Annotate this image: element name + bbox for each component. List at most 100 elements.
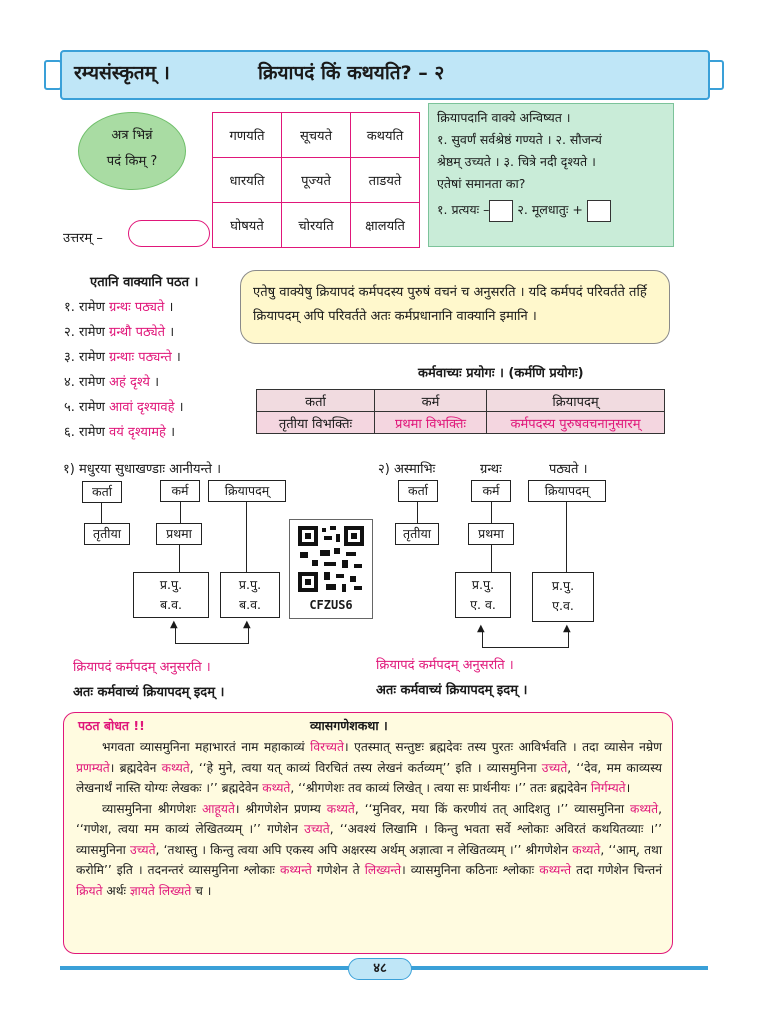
sentence-item: ३. रामेण ग्रन्थाः पठ्यन्ते । [64, 345, 198, 370]
example-2-verb: पठ्यते । [549, 462, 588, 477]
highlighted-verb: कथ्यन्ते [539, 863, 572, 877]
green-line-1: क्रियापदानि वाक्ये अन्विष्यत । [437, 110, 571, 125]
sentence-end: । [149, 375, 160, 390]
person-label: प्र.पु. [551, 578, 575, 593]
sentence-highlight: ग्रन्थौ पठ्येते [109, 325, 166, 340]
box-kriyapada: क्रियापदम् [208, 480, 286, 502]
sentence-end: । [164, 300, 174, 315]
sentence-item: ४. रामेण अहं दृश्ये । [64, 370, 198, 395]
verb-cell: कथयति [350, 112, 420, 158]
conclusion-text-2: अतः कर्मवाच्यं क्रियापदम् इदम् । [376, 683, 528, 698]
box-karma: कर्म [160, 480, 200, 502]
green-line-4: एतेषां समानता का? [437, 176, 526, 191]
box-tritiya: तृतीया [84, 523, 130, 545]
verb-cell: घोषयते [212, 202, 282, 248]
story-text: । श्रीगणेशेन प्रणम्य [234, 801, 327, 816]
box-person-number-2: प्र.पु.ए.व. [532, 572, 594, 622]
story-text: , ‘‘मुनिवर, मया किं करणीयं तत् आदिशतु ।’… [354, 801, 631, 816]
arrow-up-icon: ▲ [243, 619, 251, 630]
book-title: रम्यसंस्कृतम् । [74, 62, 170, 84]
sentence-item: १. रामेण ग्रन्थः पठ्यते । [64, 295, 198, 320]
story-text: , ‘‘अवश्यं लिखामि । किन्तु भवता सर्वे श्… [76, 822, 663, 857]
highlighted-verb: कथ्यते [326, 801, 355, 816]
box-kriyapada: क्रियापदम् [528, 480, 606, 502]
highlighted-verb: क्रियते [76, 883, 103, 898]
sentence-highlight: आवां दृश्यावहे [109, 400, 175, 415]
story-text: , ‘‘श्रीगणेशः तव काव्यं लिखेत् । त्वया स… [290, 781, 591, 795]
sentence-item: ६. रामेण वयं दृश्यामहे । [64, 420, 198, 445]
page-header: रम्यसंस्कृतम् । क्रियापदं किं कथयति? – २ [60, 50, 710, 100]
rule-text-2: क्रियापदं कर्मपदम् अनुसरति । [376, 658, 514, 673]
highlighted-verb: उच्यते [130, 842, 156, 857]
story-text: , ‘‘गणेश, त्वया मम काव्यं लेखितव्यम् ।’’… [76, 801, 662, 837]
person-label: प्र.पु. [159, 577, 183, 592]
highlighted-verb: कथ्यते [630, 801, 659, 816]
arrow-up-icon: ▲ [170, 619, 178, 630]
connector [179, 545, 180, 572]
table-cell: तृतीया विभक्तिः [256, 411, 375, 434]
verb-cell: गणयति [212, 112, 282, 158]
highlighted-verb: लिख्यन्ते [364, 863, 402, 877]
arrow-line [482, 632, 483, 647]
highlighted-verb: कथ्यते [262, 781, 291, 795]
sentence-prefix: ३. रामेण [64, 350, 110, 365]
story-text: । ब्रह्मदेवेन [109, 760, 162, 775]
story-body: भगवता व्यासमुनिना महाभारतं नाम महाकाव्यं… [76, 737, 662, 901]
story-text: । व्यासमुनिना कठिनाः श्लोकाः [401, 863, 540, 877]
highlighted-verb: निर्गम्यते [590, 781, 626, 795]
story-text: अर्थः [102, 883, 130, 898]
highlighted-verb: कथ्यते [161, 760, 190, 775]
story-box: पठत बोधत !! व्यासगणेशकथा । भगवता व्यासमु… [63, 712, 673, 954]
odd-one-out-bubble: अत्र भिन्नं पदं किम् ? [78, 112, 186, 190]
connector [246, 502, 247, 572]
table-header: कर्ता [256, 389, 375, 412]
story-text: , ‘तथास्तु । किन्तु त्वया अपि एकस्य अपि … [155, 842, 573, 857]
sentence-prefix: ५. रामेण [64, 400, 110, 415]
qr-code-label: CFZUS6 [309, 598, 353, 612]
verb-cell: क्षालयति [350, 202, 420, 248]
verb-cell: ताडयते [350, 157, 420, 203]
sentence-prefix: २. रामेण [64, 325, 110, 340]
table-cell: कर्मपदस्य पुरुषवचनानुसारम् [486, 411, 665, 434]
arrow-line [482, 647, 569, 648]
arrow-up-icon: ▲ [563, 623, 571, 634]
qr-code[interactable]: CFZUS6 [289, 519, 373, 619]
lesson-title: क्रियापदं किं कथयति? – २ [258, 62, 445, 84]
sentence-highlight: अहं दृश्ये [109, 375, 150, 390]
page-number: ४८ [348, 958, 412, 980]
rule-text-1: क्रियापदं कर्मपदम् अनुसरति । [73, 660, 211, 675]
connector [101, 503, 102, 523]
question-line-1: अत्र भिन्नं [111, 128, 153, 143]
conclusion-text-1: अतः कर्मवाच्यं क्रियापदम् इदम् । [73, 685, 225, 700]
story-paragraph-2: व्यासमुनिना श्रीगणेशः आहूयते। श्रीगणेशेन… [76, 799, 662, 902]
story-text: । एतस्मात् सन्तुष्टः ब्रह्मदेवः तस्य पुर… [343, 740, 662, 754]
arrow-line [175, 628, 176, 643]
number-label: ब.व. [238, 597, 262, 612]
box-prathama: प्रथमा [468, 523, 514, 545]
highlighted-verb: कथ्यन्ते [279, 863, 312, 877]
box-karta: कर्ता [82, 481, 122, 503]
passive-voice-title: कर्मवाच्यः प्रयोगः । (कर्मणि प्रयोगः) [418, 366, 584, 381]
story-text: च । [191, 883, 212, 898]
root-input[interactable] [586, 199, 611, 222]
answer-input[interactable] [128, 220, 210, 247]
suffix-label: १. प्रत्ययः – [437, 202, 490, 217]
sentence-end: । [165, 325, 175, 340]
answer-label: उत्तरम् – [63, 231, 103, 246]
sentence-end: । [174, 400, 184, 415]
sentence-highlight: वयं दृश्यामहे [109, 425, 166, 440]
box-person-number-1: प्र.पु.ए. व. [455, 572, 511, 618]
question-line-2: पदं किम् ? [106, 154, 158, 169]
highlighted-verb: प्रणम्यते [76, 760, 110, 775]
connector [491, 545, 492, 572]
suffix-input[interactable] [489, 199, 514, 222]
connector [180, 502, 181, 523]
root-label: २. मूलधातुः + [517, 202, 583, 217]
highlighted-verb: ज्ञायते [129, 883, 155, 898]
box-karma: कर्म [471, 480, 511, 502]
highlighted-verb: उच्यते [541, 760, 568, 775]
highlighted-verb: उच्यते [304, 822, 330, 836]
story-text: , ‘‘हे मुने, त्वया यत् काव्यं विरचितं तस… [189, 760, 542, 775]
connector [566, 502, 567, 572]
